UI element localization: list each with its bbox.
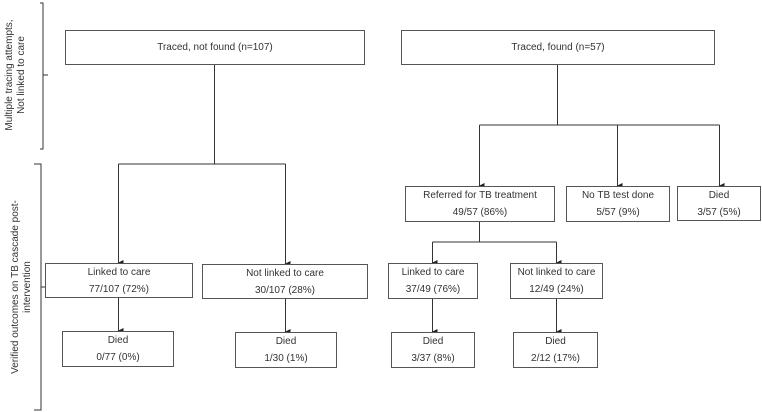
side-label-line: intervention (22, 261, 33, 313)
box-value: 3/37 (8%) (411, 353, 455, 364)
side-label-line: Not linked to care (16, 36, 27, 114)
box-label: Died (708, 189, 730, 201)
side-label-tracing: Multiple tracing attempts, Not linked to… (4, 15, 28, 135)
box-traced-not-found: Traced, not found (n=107) (65, 30, 365, 65)
box-right-not-linked: Not linked to care 12/49 (24%) (510, 263, 603, 299)
box-label: Died (545, 336, 566, 347)
box-label: Linked to care (401, 267, 465, 278)
side-label-line: Multiple tracing attempts, (4, 19, 15, 131)
box-no-tb-test: No TB test done 5/57 (9%) (566, 186, 670, 222)
connector-right-root (479, 64, 720, 126)
box-right-linked-died: Died 3/37 (8%) (391, 332, 475, 368)
box-label: Died (275, 336, 297, 347)
box-label: Not linked to care (246, 267, 324, 279)
box-label: Died (422, 336, 444, 347)
box-traced-found: Traced, found (n=57) (401, 30, 715, 65)
box-value: 37/49 (76%) (405, 284, 461, 295)
box-label: No TB test done (581, 190, 655, 201)
box-left-not-linked: Not linked to care 30/107 (28%) (202, 264, 368, 299)
connector-left-root (118, 64, 286, 165)
box-value: 0/77 (0%) (96, 352, 140, 363)
box-value: 1/30 (1%) (264, 353, 308, 364)
box-value: 3/57 (5%) (697, 206, 741, 218)
box-value: 2/12 (17%) (531, 353, 580, 364)
box-left-linked: Linked to care 77/107 (72%) (45, 263, 193, 298)
box-right-not-linked-died: Died 2/12 (17%) (513, 332, 598, 368)
box-label: Traced, not found (n=107) (157, 41, 273, 53)
box-value: 5/57 (9%) (596, 207, 640, 218)
box-right-died: Died 3/57 (5%) (677, 186, 761, 221)
box-left-linked-died: Died 0/77 (0%) (62, 331, 174, 367)
box-value: 77/107 (72%) (88, 283, 150, 295)
box-left-not-linked-died: Died 1/30 (1%) (235, 332, 337, 368)
side-label-verified: Verified outcomes on TB cascade post- in… (10, 167, 34, 407)
side-label-line: Verified outcomes on TB cascade post- (10, 200, 21, 374)
box-value: 12/49 (24%) (529, 284, 584, 295)
box-label: Traced, found (n=57) (511, 41, 605, 53)
box-label: Not linked to care (517, 267, 596, 278)
box-value: 49/57 (86%) (452, 207, 508, 218)
box-referred: Referred for TB treatment 49/57 (86%) (405, 186, 555, 222)
box-label: Died (107, 335, 129, 346)
box-value: 30/107 (28%) (254, 284, 316, 296)
bracket-top (40, 2, 48, 150)
box-label: Linked to care (87, 266, 151, 278)
box-right-linked: Linked to care 37/49 (76%) (388, 263, 478, 299)
box-label: Referred for TB treatment (423, 190, 537, 201)
